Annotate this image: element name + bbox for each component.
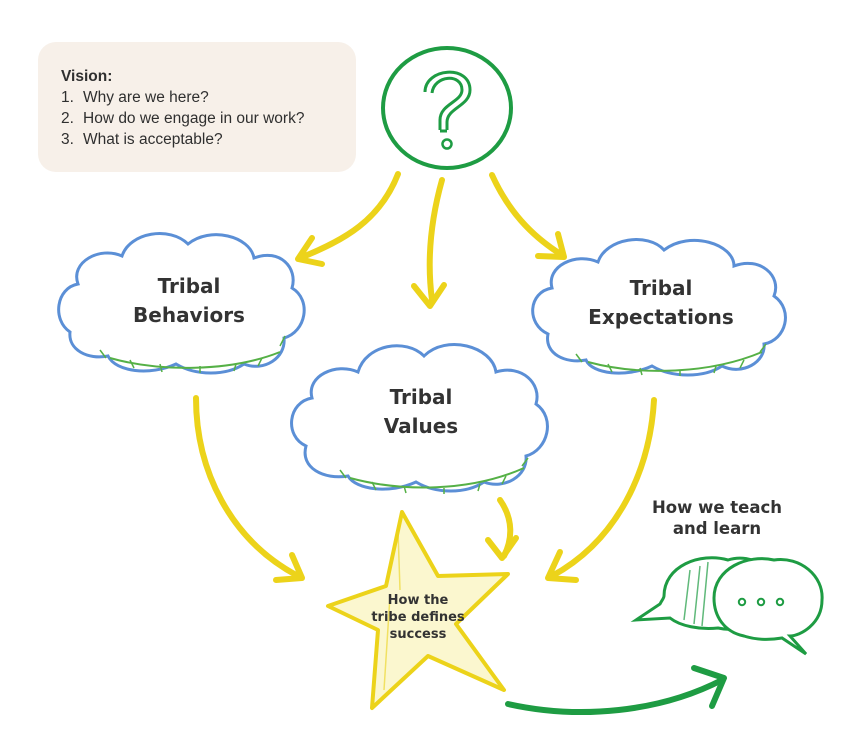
teach-label: How we teach and learn (632, 497, 802, 539)
arrow-expectations-to-star (545, 397, 657, 583)
arrow-to-expectations (489, 172, 567, 260)
cloud-values (290, 343, 549, 494)
vision-item: 1. Why are we here? (61, 87, 356, 108)
vision-box: Vision: 1. Why are we here? 2. How do we e… (38, 42, 356, 172)
expectations-label: Tribal Expectations (556, 274, 766, 332)
star-label-line2: tribe defines (371, 610, 465, 625)
arrow-behaviors-to-star (193, 395, 305, 583)
vision-item-text: Why are we here? (83, 89, 209, 106)
vision-item: 3. What is acceptable? (61, 129, 356, 150)
star-label: How the tribe defines success (358, 592, 478, 643)
cloud-expectations (531, 238, 787, 377)
expectations-label-line1: Tribal (629, 276, 693, 300)
behaviors-label-line2: Behaviors (133, 303, 245, 327)
star-shape (326, 510, 510, 710)
star-label-line1: How the (387, 593, 449, 608)
vision-item-text: What is acceptable? (83, 131, 223, 148)
values-label: Tribal Values (316, 383, 526, 441)
vision-item-text: How do we engage in our work? (83, 110, 305, 127)
teach-label-line1: How we teach (651, 498, 783, 517)
vision-title: Vision: (61, 68, 113, 85)
values-label-line1: Tribal (389, 385, 453, 409)
arrow-to-behaviors (295, 171, 401, 267)
speech-bubbles-icon (630, 556, 824, 656)
vision-item: 2. How do we engage in our work? (61, 108, 356, 129)
vision-item-number: 3. (61, 131, 74, 148)
behaviors-label: Tribal Behaviors (84, 272, 294, 330)
teach-label-line2: and learn (672, 519, 762, 538)
arrow-values-to-star (485, 497, 519, 561)
question-mark-icon (381, 46, 513, 170)
vision-list: 1. Why are we here? 2. How do we engage in… (61, 87, 356, 150)
expectations-label-line2: Expectations (588, 305, 734, 329)
vision-item-number: 1. (61, 89, 74, 106)
arrow-to-values (411, 177, 447, 309)
star-label-line3: success (389, 627, 447, 642)
cloud-behaviors (57, 232, 306, 375)
vision-item-number: 2. (61, 110, 74, 127)
behaviors-label-line1: Tribal (157, 274, 221, 298)
arrow-star-to-teach (505, 665, 727, 715)
values-label-line2: Values (383, 414, 459, 438)
